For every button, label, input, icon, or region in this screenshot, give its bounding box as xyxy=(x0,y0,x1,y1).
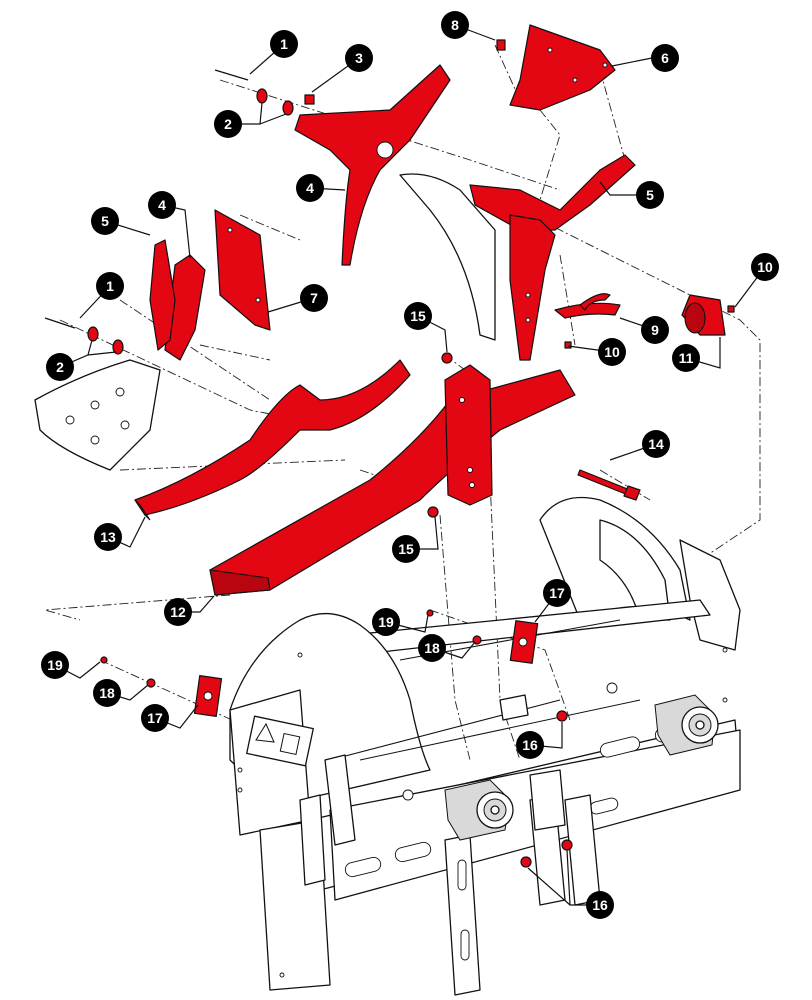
part-6-shield xyxy=(509,24,616,111)
callout-1[interactable]: 1 xyxy=(96,272,124,300)
callout-1[interactable]: 1 xyxy=(270,30,298,58)
callout-12[interactable]: 12 xyxy=(164,598,192,626)
svg-text:17: 17 xyxy=(147,710,163,726)
part-13-runner xyxy=(134,359,411,516)
svg-text:10: 10 xyxy=(604,344,620,360)
svg-text:2: 2 xyxy=(56,359,64,375)
svg-text:19: 19 xyxy=(47,657,63,673)
svg-text:9: 9 xyxy=(651,322,659,338)
callout-14[interactable]: 14 xyxy=(642,430,670,458)
callout-19[interactable]: 19 xyxy=(372,608,400,636)
red-components xyxy=(134,24,726,717)
svg-text:17: 17 xyxy=(549,585,565,601)
callout-3[interactable]: 3 xyxy=(345,44,373,72)
callout-11[interactable]: 11 xyxy=(672,344,700,372)
motor-left xyxy=(444,779,514,841)
callout-18[interactable]: 18 xyxy=(418,634,446,662)
callout-6[interactable]: 6 xyxy=(651,44,679,72)
callout-15[interactable]: 15 xyxy=(392,535,420,563)
callout-13[interactable]: 13 xyxy=(94,523,122,551)
callout-15[interactable]: 15 xyxy=(404,302,432,330)
svg-text:16: 16 xyxy=(592,897,608,913)
svg-text:19: 19 xyxy=(378,614,394,630)
callout-5[interactable]: 5 xyxy=(91,207,119,235)
svg-text:18: 18 xyxy=(424,640,440,656)
leader-lines xyxy=(54,24,766,906)
svg-text:14: 14 xyxy=(648,436,664,452)
svg-text:16: 16 xyxy=(522,737,538,753)
part-12-skid xyxy=(209,369,576,596)
callout-18[interactable]: 18 xyxy=(93,679,121,707)
svg-text:12: 12 xyxy=(170,604,186,620)
svg-text:3: 3 xyxy=(355,50,363,66)
main-frame-housing xyxy=(229,496,741,996)
svg-text:15: 15 xyxy=(410,308,426,324)
callout-4[interactable]: 4 xyxy=(148,191,176,219)
part-5-lower-blade xyxy=(149,239,176,351)
svg-text:13: 13 xyxy=(100,529,116,545)
svg-text:5: 5 xyxy=(646,187,654,203)
motor-right xyxy=(654,694,719,756)
part-12-upright xyxy=(444,364,493,506)
part-4-upper-blade xyxy=(294,64,451,266)
svg-text:15: 15 xyxy=(398,541,414,557)
part-5-upper-blade xyxy=(469,154,636,231)
svg-text:8: 8 xyxy=(451,17,459,33)
svg-text:4: 4 xyxy=(306,180,314,196)
svg-text:7: 7 xyxy=(310,290,318,306)
svg-text:6: 6 xyxy=(661,50,669,66)
callout-5[interactable]: 5 xyxy=(636,181,664,209)
callout-17[interactable]: 17 xyxy=(141,704,169,732)
part-14-bolt xyxy=(577,469,631,496)
callout-16[interactable]: 16 xyxy=(586,891,614,919)
callout-9[interactable]: 9 xyxy=(641,316,669,344)
grey-mount-plate xyxy=(34,173,496,471)
callout-4[interactable]: 4 xyxy=(296,174,324,202)
callouts: 1 2 3 8 6 4 5 5 4 1 7 2 10 9 10 11 15 13… xyxy=(41,11,779,919)
callout-17[interactable]: 17 xyxy=(543,579,571,607)
svg-text:5: 5 xyxy=(101,213,109,229)
part-7-plate xyxy=(214,209,271,331)
svg-text:1: 1 xyxy=(106,278,114,294)
callout-2[interactable]: 2 xyxy=(214,110,242,138)
callout-16[interactable]: 16 xyxy=(516,731,544,759)
svg-text:4: 4 xyxy=(158,197,166,213)
callout-2[interactable]: 2 xyxy=(46,353,74,381)
part-9-tine xyxy=(554,302,621,319)
svg-text:11: 11 xyxy=(679,350,694,366)
callout-10[interactable]: 10 xyxy=(598,338,626,366)
callout-19[interactable]: 19 xyxy=(41,651,69,679)
callout-8[interactable]: 8 xyxy=(441,11,469,39)
svg-text:2: 2 xyxy=(224,116,232,132)
callout-7[interactable]: 7 xyxy=(300,284,328,312)
svg-text:10: 10 xyxy=(757,259,773,275)
svg-text:18: 18 xyxy=(99,685,115,701)
svg-text:1: 1 xyxy=(280,36,288,52)
callout-10[interactable]: 10 xyxy=(751,253,779,281)
hardware xyxy=(44,39,735,868)
